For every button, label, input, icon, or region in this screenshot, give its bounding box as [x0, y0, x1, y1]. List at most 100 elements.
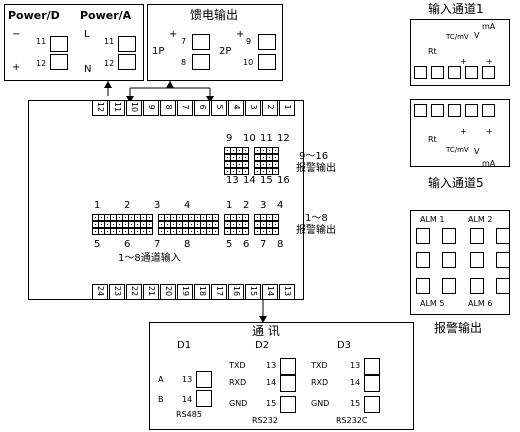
input-ch1-plus-1: + [460, 57, 467, 66]
feed-t9: 9 [246, 37, 252, 46]
relay-terminal [496, 228, 510, 244]
connector-pin [272, 221, 279, 228]
relay-terminal [442, 228, 456, 244]
feed-screw-9 [258, 34, 276, 50]
feed-t7: 7 [181, 37, 187, 46]
terminal-number: 18 [198, 285, 207, 297]
input-ch1-plus-2: + [486, 57, 493, 66]
input-ch5-caption: 输入通道5 [428, 176, 484, 190]
instrument-body [28, 100, 304, 300]
terminal-block: 4 [228, 100, 244, 116]
comm-d1-t13: 13 [182, 375, 193, 384]
connector-pin [212, 221, 219, 228]
power-ac-screw-11 [118, 36, 136, 52]
comm-d2-label-txd: TXD [229, 361, 246, 370]
terminal-block: 2 [262, 100, 278, 116]
input-ch5-rt: Rt [428, 135, 437, 144]
terminal-block: 9 [143, 100, 159, 116]
connector-pin [242, 228, 249, 235]
connector-pin [272, 147, 279, 154]
feed-screw-10 [258, 54, 276, 70]
alarm-9-16-caption-1: 9～16 [299, 151, 329, 162]
terminal-square [448, 104, 461, 117]
input-ch5-ma: mA [482, 159, 496, 168]
terminal-square [448, 66, 461, 79]
terminal-block: 21 [143, 284, 159, 300]
terminal-number: 12 [96, 101, 105, 113]
terminal-block: 15 [245, 284, 261, 300]
relay-terminal [416, 228, 430, 244]
connector-label: 3 [260, 200, 267, 211]
connector-label: 14 [243, 175, 256, 186]
power-dc-screw-11 [50, 36, 68, 52]
power-ac-t12: 12 [104, 59, 115, 68]
relay-terminal [442, 252, 456, 268]
connector-label: 4 [184, 200, 191, 211]
comm-d1-header: D1 [177, 340, 192, 351]
comm-d3-label-txd: TXD [311, 361, 328, 370]
connector-label: 7 [260, 239, 267, 250]
relay-terminal [470, 228, 484, 244]
terminal-square [482, 104, 495, 117]
terminal-number: 4 [232, 104, 241, 110]
terminal-number: 5 [215, 104, 224, 110]
power-ac-t11: 11 [104, 37, 115, 46]
power-ac-n: N [84, 64, 92, 75]
connector-pin [146, 221, 153, 228]
terminal-block: 19 [177, 284, 193, 300]
comm-d2-name: RS232 [252, 416, 278, 425]
terminal-block: 22 [126, 284, 142, 300]
comm-d2-t15: 15 [266, 399, 277, 408]
input-ch1-v: V [474, 31, 480, 40]
comm-d3-screw-13 [364, 358, 380, 375]
terminal-block: 1 [279, 100, 295, 116]
comm-d1-name: RS485 [176, 410, 202, 419]
comm-d3-t14: 14 [350, 378, 361, 387]
input-ch1-tc: TC/mV [446, 33, 469, 41]
terminal-number: 7 [181, 104, 190, 110]
relay-terminal [496, 252, 510, 268]
connector-pin [272, 228, 279, 235]
connector-label: 6 [243, 239, 250, 250]
relay-terminal [470, 278, 484, 294]
comm-d3-screw-14 [364, 375, 380, 392]
terminal-number: 16 [232, 285, 241, 297]
feed-title: 馈电输出 [190, 8, 239, 22]
terminal-block: 10 [126, 100, 142, 116]
input-ch5-plus-1: + [460, 127, 467, 136]
inputs-caption: 1～8通道输入 [118, 253, 181, 264]
terminal-square [465, 104, 478, 117]
connector-pin [272, 214, 279, 221]
terminal-square [431, 104, 444, 117]
power-dc-t11: 11 [36, 37, 47, 46]
connector-label: 6 [124, 239, 131, 250]
terminal-square [414, 104, 427, 117]
connector-pin [212, 228, 219, 235]
connector-label: 1 [94, 200, 101, 211]
feed-2p: 2P [219, 46, 232, 57]
terminal-square [431, 66, 444, 79]
relay-terminal [442, 278, 456, 294]
power-dc-plus: + [12, 62, 21, 73]
terminal-block: 18 [194, 284, 210, 300]
connector-label: 15 [260, 175, 273, 186]
connector-pin [272, 168, 279, 175]
comm-d3-screw-15 [364, 396, 380, 413]
comm-d2-screw-13 [280, 358, 296, 375]
terminal-number: 20 [164, 285, 173, 297]
relay-terminal [496, 278, 510, 294]
connector-label: 10 [243, 133, 256, 144]
terminal-block: 17 [211, 284, 227, 300]
comm-d3-label-rxd: RXD [311, 378, 329, 387]
terminal-number: 9 [147, 104, 156, 110]
alarm-alm5: ALM 5 [420, 299, 445, 308]
alarm-1-8-caption-1: 1～8 [305, 213, 328, 224]
connector-label: 5 [94, 239, 101, 250]
terminal-number: 8 [164, 104, 173, 110]
terminal-square [414, 66, 427, 79]
comm-d2-t14: 14 [266, 378, 277, 387]
terminal-block: 12 [92, 100, 108, 116]
input-ch1-rt: Rt [428, 47, 437, 56]
terminal-number: 17 [215, 285, 224, 297]
